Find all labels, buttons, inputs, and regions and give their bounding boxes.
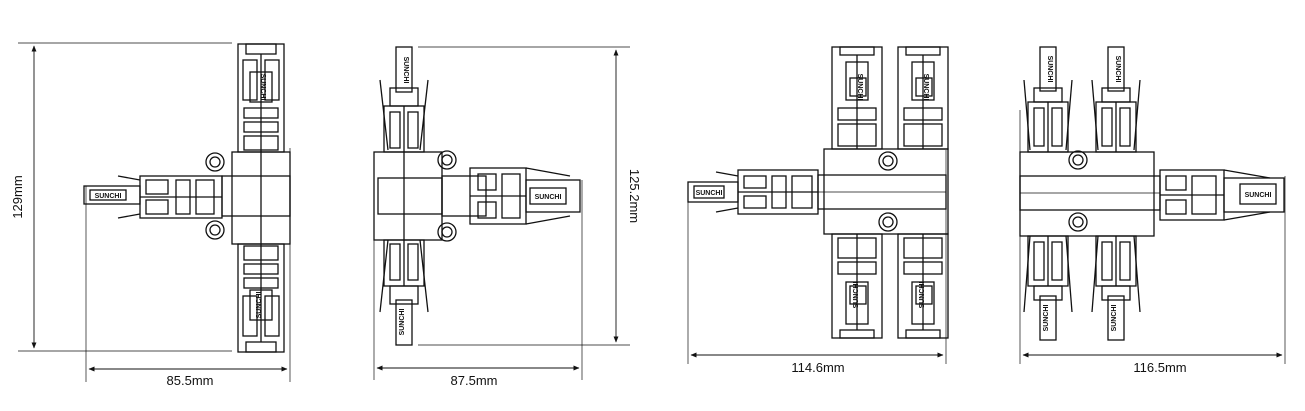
- dimension-labels: 129mm 85.5mm 125.2mm 87.5mm 114.6mm 116.…: [10, 169, 1187, 388]
- left-logo-plate: [89, 189, 127, 201]
- right-arm-tip: [525, 179, 581, 213]
- logo-plate: [915, 285, 933, 305]
- bottom-arm-left: [1023, 235, 1073, 341]
- logo-text: SUNCHI: [95, 193, 122, 200]
- bottom-arm-left: [831, 233, 883, 339]
- center-body: [823, 148, 949, 235]
- bottom-logo-plate: [249, 289, 273, 321]
- width-label-a: 85.5mm: [167, 373, 214, 388]
- left-logo-plate: [693, 185, 725, 199]
- logo-text: SUNCHI: [1114, 56, 1121, 83]
- mount-hole: [1068, 212, 1088, 232]
- logo-text: SUNCHI: [1046, 56, 1053, 83]
- figure-c-four-way-connector: [687, 46, 949, 364]
- logo-text: SUNCHI: [1111, 305, 1118, 332]
- logo-text: SUNCHI: [1043, 305, 1050, 332]
- logo-plate: [849, 285, 867, 305]
- mount-hole: [437, 222, 457, 242]
- right-logo-plate: [529, 187, 567, 205]
- logo-text: SUNCHI: [1245, 192, 1272, 199]
- top-arm-right: [1091, 46, 1141, 153]
- left-arm-tip: [687, 181, 739, 203]
- mount-hole: [437, 150, 457, 170]
- figure-d-four-way-connector: [1019, 46, 1286, 364]
- center-body: [373, 151, 443, 241]
- top-arm-left: [831, 46, 883, 150]
- logo-plate: [915, 77, 933, 97]
- logo-text: SUNCHI: [919, 282, 926, 309]
- logo-text: SUNCHI: [535, 194, 562, 201]
- width-label-b: 87.5mm: [451, 373, 498, 388]
- logo-text: SUNCHI: [259, 74, 266, 101]
- logo-text: SUNCHI: [399, 309, 406, 336]
- mount-hole: [205, 152, 225, 172]
- figure-b-t-connector: [373, 46, 630, 380]
- logo-text: SUNCHI: [696, 190, 723, 197]
- logo-text: SUNCHI: [853, 282, 860, 309]
- mount-hole: [1068, 150, 1088, 170]
- height-label-b: 125.2mm: [627, 169, 642, 223]
- top-logo-plate: [395, 46, 413, 93]
- width-label-d: 116.5mm: [1133, 360, 1186, 375]
- height-label-a: 129mm: [10, 175, 25, 218]
- right-arm-tip: [1223, 177, 1285, 213]
- mount-hole: [878, 212, 898, 232]
- logo-text: SUNCHI: [256, 292, 263, 319]
- bottom-logo-plate: [395, 299, 413, 346]
- mount-hole: [878, 151, 898, 171]
- top-logo-plate: [249, 71, 273, 103]
- logo-labels: SUNCHI SUNCHI SUNCHI SUNCHI SUNCHI SUNCH…: [95, 56, 1272, 336]
- logo-text: SUNCHI: [856, 74, 863, 101]
- logo-text: SUNCHI: [922, 74, 929, 101]
- top-arm-left: [1023, 46, 1073, 153]
- width-label-c: 114.6mm: [791, 360, 844, 375]
- logo-text: SUNCHI: [402, 57, 409, 84]
- mount-hole: [205, 220, 225, 240]
- right-logo-plate: [1239, 183, 1277, 205]
- figure-a-t-connector: [18, 42, 291, 382]
- logo-plate: [849, 77, 867, 97]
